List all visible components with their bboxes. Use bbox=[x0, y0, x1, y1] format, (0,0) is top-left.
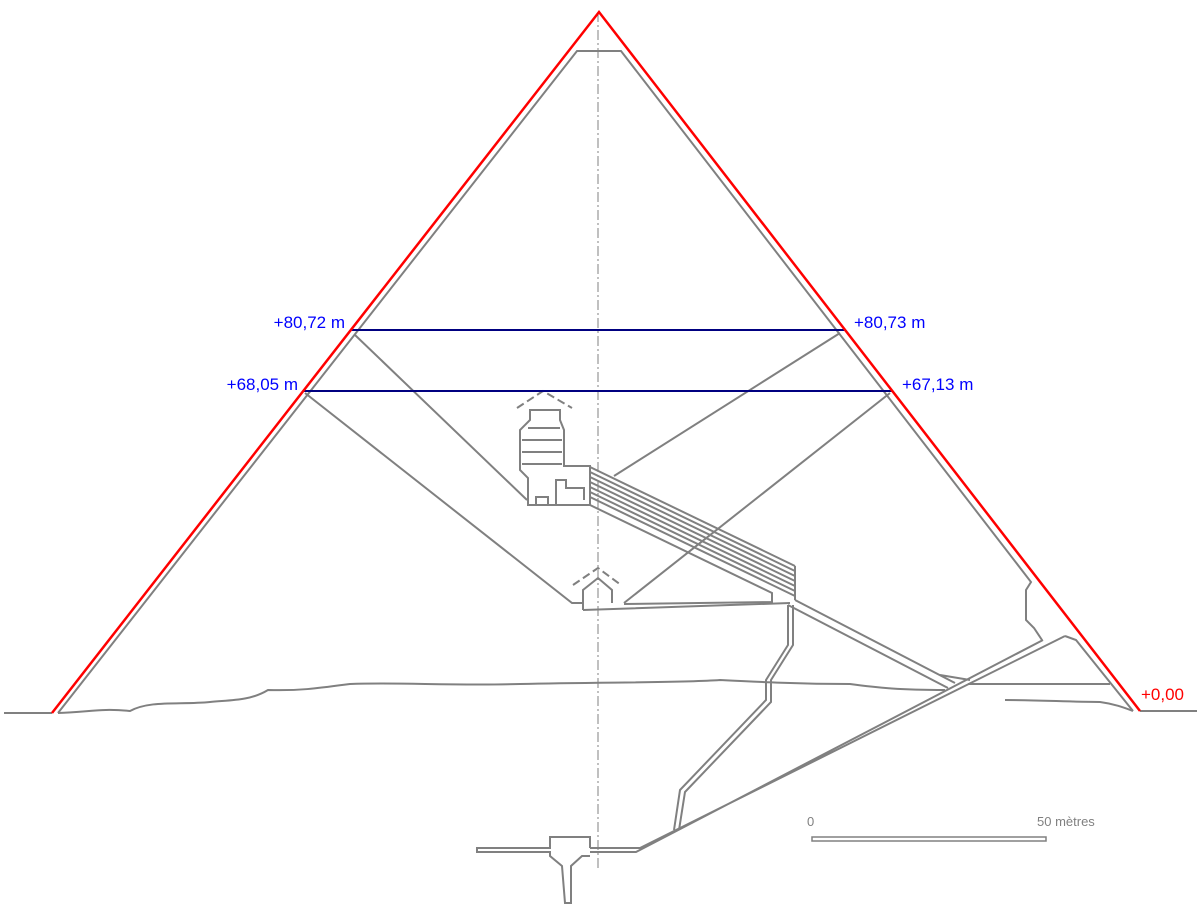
subterranean-chamber bbox=[476, 836, 591, 904]
queens-gable bbox=[572, 566, 622, 586]
level-label-base: +0,00 bbox=[1141, 685, 1185, 704]
relieving-chambers bbox=[522, 427, 562, 465]
ground-line bbox=[4, 678, 1197, 714]
queens-chamber-north-shaft bbox=[304, 392, 583, 604]
scale-start-label: 0 bbox=[807, 814, 815, 829]
level-label-lower-left: +68,05 m bbox=[226, 375, 298, 394]
level-label-upper-left: +80,72 m bbox=[273, 313, 345, 332]
kings-chamber-north-shaft bbox=[354, 334, 528, 501]
level-label-upper-right: +80,73 m bbox=[854, 313, 926, 332]
kings-chamber bbox=[519, 409, 591, 506]
queens-chamber bbox=[582, 576, 791, 611]
entrance-corridor bbox=[939, 674, 1110, 685]
ascending-passage bbox=[787, 599, 956, 689]
kings-gable bbox=[516, 389, 573, 409]
level-label-lower-right: +67,13 m bbox=[902, 375, 974, 394]
core-outline bbox=[57, 50, 1134, 714]
original-outline bbox=[51, 9, 1141, 714]
scale-end-label: 50 mètres bbox=[1037, 814, 1095, 829]
descending-passage bbox=[590, 635, 1066, 853]
kings-chamber-south-shaft bbox=[613, 332, 841, 477]
grand-gallery bbox=[589, 466, 796, 605]
queens-chamber-south-shaft bbox=[623, 392, 891, 604]
well-shaft bbox=[673, 605, 794, 831]
scale-bar bbox=[811, 836, 1047, 842]
